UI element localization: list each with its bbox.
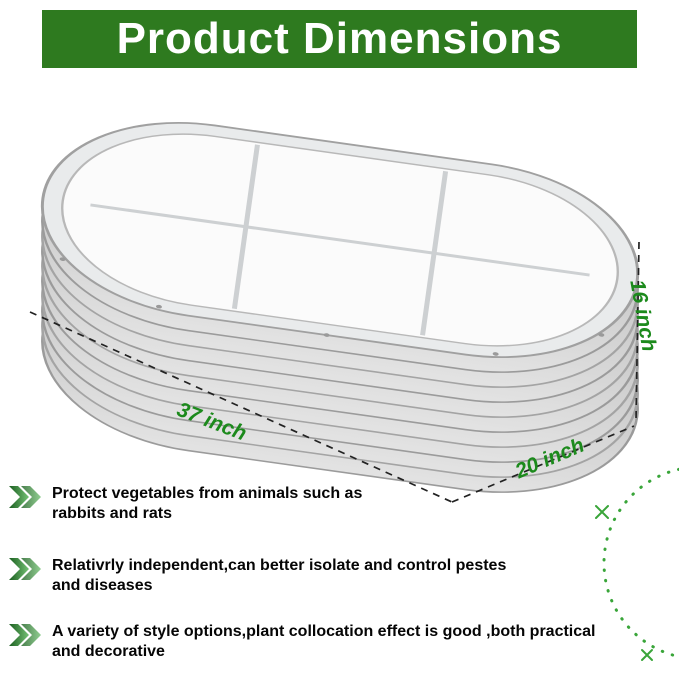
header-banner: Product Dimensions (42, 10, 637, 68)
decorative-arc (595, 467, 679, 661)
double-chevron-icon (9, 558, 41, 580)
feature-item: Protect vegetables from animals such as … (8, 484, 382, 523)
dimension-line-width (451, 425, 635, 503)
rim-rivets (59, 257, 605, 356)
feature-text: Relativrly independent,can better isolat… (52, 557, 507, 594)
page-title: Product Dimensions (116, 14, 563, 63)
support-braces (90, 144, 590, 336)
bed-rim (40, 121, 640, 359)
feature-item: Relativrly independent,can better isolat… (8, 556, 522, 595)
double-chevron-icon (9, 624, 41, 646)
double-chevron-icon (9, 486, 41, 508)
feature-text: A variety of style options,plant colloca… (52, 623, 596, 660)
dimension-line-height (635, 241, 640, 421)
feature-text: Protect vegetables from animals such as … (52, 485, 363, 522)
feature-item: A variety of style options,plant colloca… (8, 622, 612, 661)
